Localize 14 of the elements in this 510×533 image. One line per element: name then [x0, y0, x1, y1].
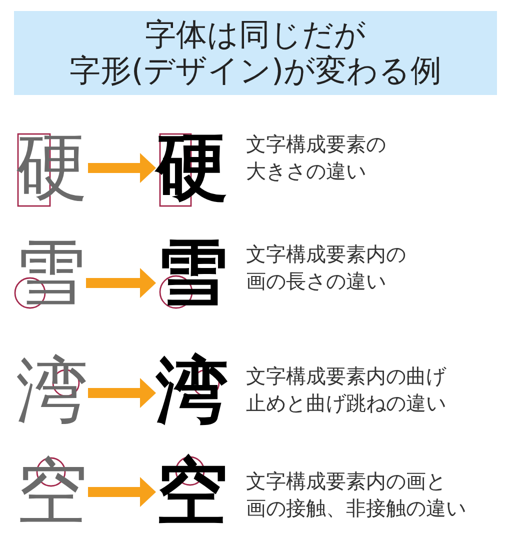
description-text: 文字構成要素内の曲げ止めと曲げ跳ねの違い: [246, 363, 446, 417]
title-banner: 字体は同じだが字形(デザイン)が変わる例: [14, 11, 497, 95]
kanji-character: 雪: [156, 236, 228, 308]
description-text: 文字構成要素内の画の長さの違い: [246, 241, 406, 295]
kanji-character: 空: [16, 455, 88, 527]
kanji-character: 雪: [14, 236, 86, 308]
description-text: 文字構成要素の大きさの違い: [246, 131, 386, 185]
kanji-character: 空: [156, 455, 228, 527]
arrow: [88, 153, 156, 183]
arrow: [86, 268, 156, 298]
kanji-character: 湾: [16, 354, 88, 426]
arrow: [88, 477, 156, 507]
description-text: 文字構成要素内の画と画の接触、非接触の違い: [246, 468, 466, 522]
arrow: [88, 378, 156, 408]
